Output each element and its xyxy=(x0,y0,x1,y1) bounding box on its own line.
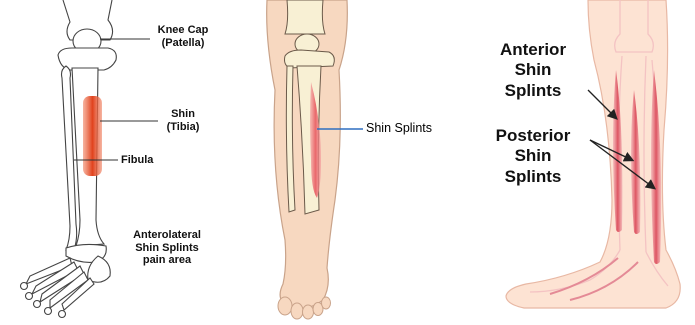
toe-bone xyxy=(59,311,66,318)
knee-cap-label: Knee Cap (Patella) xyxy=(151,24,215,49)
pain-area-text-1: Anterolateral xyxy=(124,229,210,242)
fibula-label: Fibula xyxy=(121,154,153,167)
toe xyxy=(303,305,314,319)
toe-bone xyxy=(34,301,41,308)
toe-bone xyxy=(21,283,28,290)
shin-label: Shin (Tibia) xyxy=(160,108,206,133)
pain-area-text-2: Shin Splints xyxy=(124,242,210,255)
toe xyxy=(278,297,292,315)
knee-cap-text: Knee Cap xyxy=(151,24,215,37)
posterior-text-1: Posterior xyxy=(486,126,580,146)
posterior-shin-splints-label: Posterior Shin Splints xyxy=(486,126,580,187)
tibia-head xyxy=(285,50,335,68)
panel-skeleton-diagram: Knee Cap (Patella) Shin (Tibia) Fibula A… xyxy=(0,0,235,325)
anterior-text-2: Shin xyxy=(490,60,576,80)
anterior-shin-splints-label: Anterior Shin Splints xyxy=(490,40,576,101)
patella-text: (Patella) xyxy=(151,37,215,50)
tibia-text: (Tibia) xyxy=(160,121,206,134)
toe xyxy=(291,303,303,319)
shin-text: Shin xyxy=(160,108,206,121)
pain-area-label: Anterolateral Shin Splints pain area xyxy=(124,229,210,267)
posterior-text-2: Shin xyxy=(486,146,580,166)
front-leg-illustration xyxy=(245,0,460,325)
pain-area-highlight xyxy=(83,96,102,176)
toe-bone xyxy=(45,308,52,315)
panel-front-leg: Shin Splints xyxy=(245,0,460,325)
shin-splints-label: Shin Splints xyxy=(366,121,432,135)
panel-side-leg: Anterior Shin Splints Posterior Shin Spl… xyxy=(470,0,695,325)
anterior-text-1: Anterior xyxy=(490,40,576,60)
posterior-text-3: Splints xyxy=(486,167,580,187)
anterior-text-3: Splints xyxy=(490,81,576,101)
pain-area-text-3: pain area xyxy=(124,254,210,267)
toe-bone xyxy=(26,293,33,300)
femur-bone xyxy=(285,0,325,34)
toe xyxy=(322,297,331,309)
